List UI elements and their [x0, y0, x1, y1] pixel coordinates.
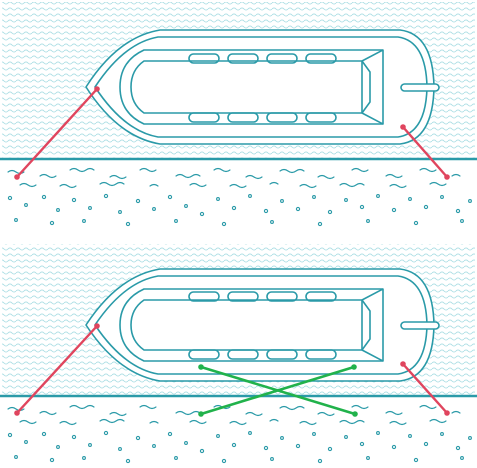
panel-bottom	[0, 244, 477, 464]
boat-icon	[85, 29, 440, 145]
bow-line	[14, 86, 100, 180]
panel-top	[0, 2, 477, 227]
dock-icon	[0, 394, 477, 464]
dock-icon	[0, 157, 477, 227]
stern-line	[400, 361, 450, 416]
boat-icon	[85, 268, 440, 382]
aft-spring-line	[198, 364, 357, 417]
stern-line	[400, 124, 450, 180]
bow-line	[14, 323, 100, 416]
